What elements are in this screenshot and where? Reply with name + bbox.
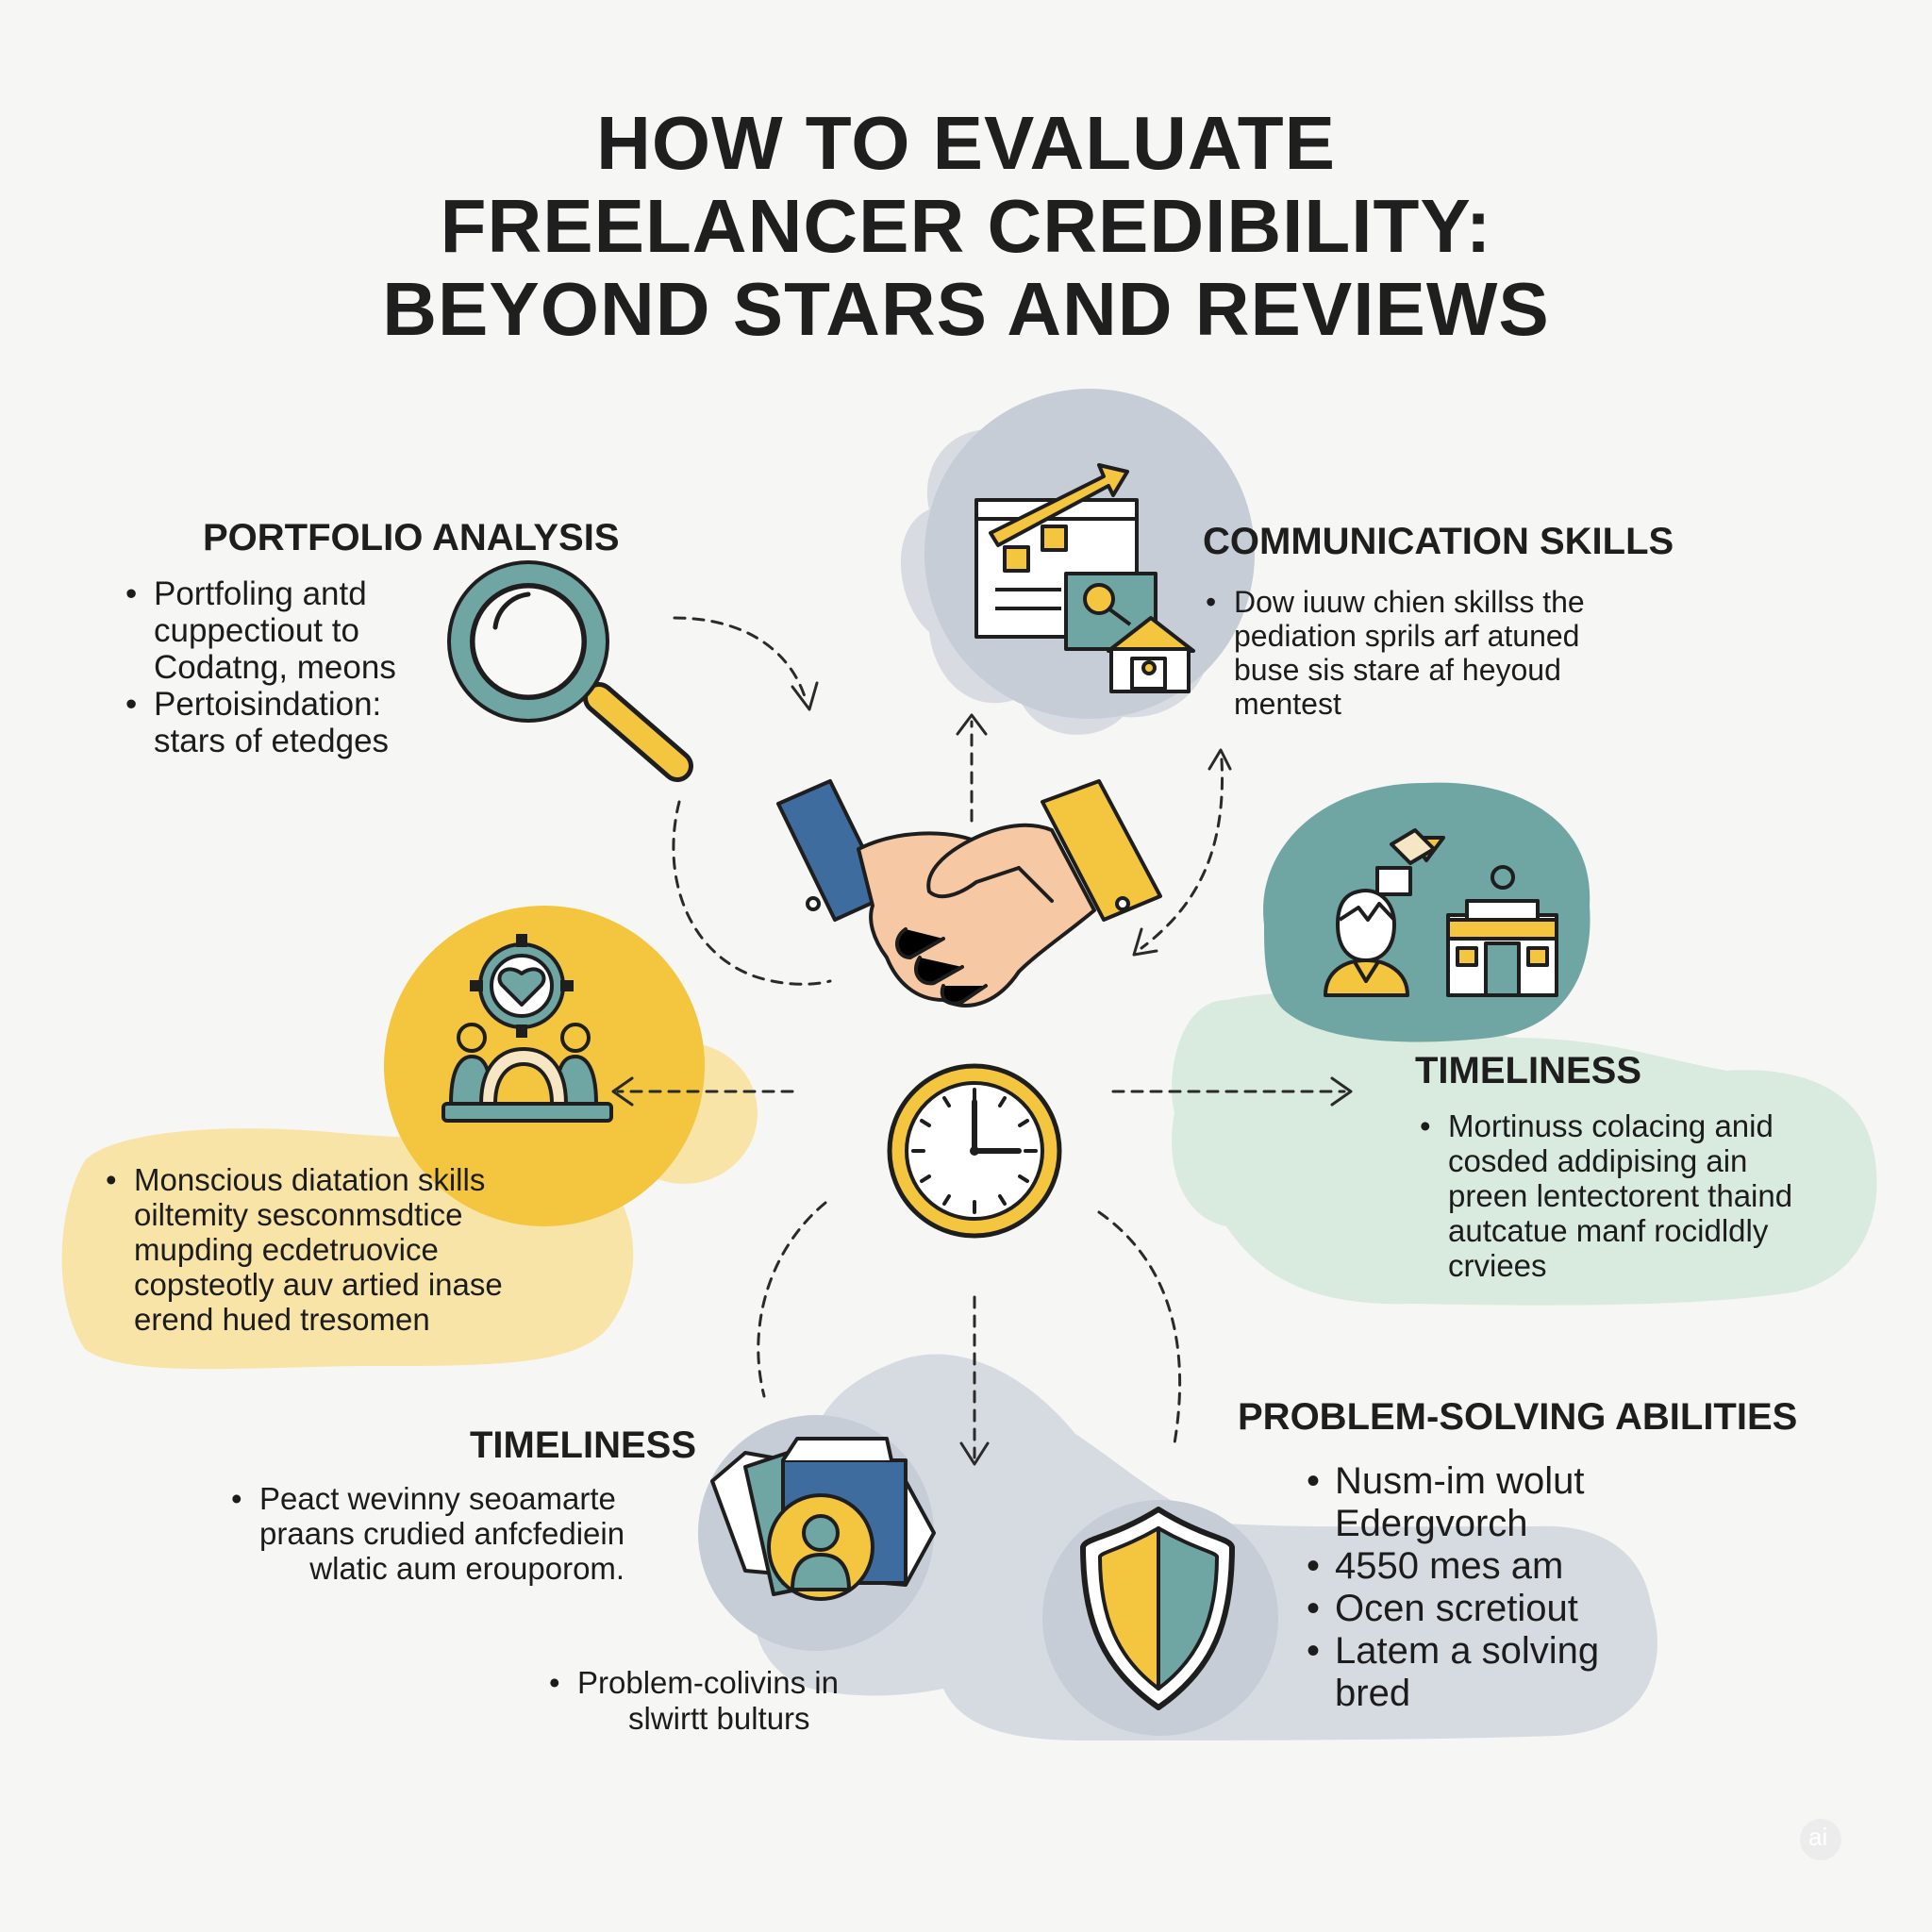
connector-portfolio-to-center [673, 616, 808, 705]
bullet-line: Monscious diatation skills [134, 1162, 486, 1197]
arrowhead-right-up [1208, 748, 1232, 771]
bullet-line: preen lentectorent thaind [1448, 1178, 1793, 1213]
portfolio-bullets: Portfoling antd cuppectiout to Codatng, … [125, 575, 396, 759]
arrowhead-down [959, 1441, 990, 1466]
bullet-line: slwirtt bulturs [628, 1701, 810, 1736]
page-title: HOW TO EVALUATE FREELANCER CREDIBILITY: … [0, 102, 1932, 351]
handshake-icon [776, 779, 1162, 1008]
portfolio-bullet: Portfoling antd cuppectiout to Codatng, … [125, 575, 396, 686]
bullet-line: Pertoisindation: [154, 686, 382, 723]
connector-left-arc [672, 800, 832, 986]
teal-icon-blob [1263, 782, 1591, 1042]
problem-solving-bullets: Nusm-im wolut Edergvorch 4550 mes am Oce… [1307, 1460, 1600, 1715]
bullet-line: Edergvorch [1335, 1503, 1528, 1544]
arrowhead-right-down [1132, 927, 1158, 957]
connector-right-arc [1140, 758, 1224, 950]
timeliness-left-bullets: Peact wevinny seoamarte praans crudied a… [231, 1481, 625, 1586]
title-line-2: FREELANCER CREDIBILITY: [440, 184, 1492, 268]
bullet-line: pediation sprils arf atuned [1234, 619, 1580, 653]
bullet-line: Latem a solving [1335, 1630, 1600, 1672]
shield-icon [1080, 1507, 1235, 1710]
arrowhead-right [1330, 1076, 1353, 1107]
bullet-line: cuppectiout to [154, 612, 359, 649]
timeliness-left-bullet: Peact wevinny seoamarte praans crudied a… [231, 1481, 625, 1586]
clock-icon [887, 1063, 1062, 1239]
magnifier-icon [447, 560, 693, 782]
bullet-line: cosded addipising ain [1448, 1143, 1748, 1178]
timeliness-left-heading: TIMELINESS [470, 1424, 697, 1466]
portfolio-bullet: Pertoisindation: stars of etedges [125, 686, 396, 759]
document-chart-icon [974, 463, 1195, 693]
connector-arrowheads [611, 681, 1353, 1466]
title-line-1: HOW TO EVALUATE [596, 101, 1336, 185]
bullet-line: Codatng, meons [154, 649, 396, 686]
bullet-line: Dow iuuw chien skillss the [1234, 585, 1585, 619]
bullet-line: erend hued tresomen [134, 1302, 430, 1337]
watermark-text: ai [1808, 1823, 1828, 1851]
communication-bullet: Dow iuuw chien skillss the pediation spr… [1206, 585, 1585, 721]
problem-solving-bullet: Ocen scretiout [1307, 1588, 1599, 1630]
connector-bottom-right-arc [1097, 1210, 1182, 1445]
timeliness-right-bullets: Mortinuss colacing anid cosded addipisin… [1420, 1108, 1793, 1283]
consultant-building-icon [1324, 828, 1558, 997]
arrowhead-up [956, 713, 988, 736]
problem-solving-note-bullets: Problem-colivins in slwirtt bulturs [549, 1665, 839, 1737]
teamwork-gear-icon [441, 934, 613, 1123]
bullet-line: oiltemity sesconmsdtice [134, 1197, 463, 1232]
bullet-line: Mortinuss colacing anid [1448, 1108, 1774, 1143]
bullet-line: bred [1335, 1673, 1411, 1714]
bullet-line: Peact wevinny seoamarte [259, 1481, 616, 1516]
watermark-badge [1800, 1819, 1841, 1860]
bullet-line: 4550 mes am [1335, 1545, 1564, 1587]
bullet-line: Nusm-im wolut [1335, 1460, 1585, 1502]
bullet-line: autcatue manf rocidldly [1448, 1213, 1769, 1248]
bullet-line: copsteotly auv artied inase [134, 1267, 503, 1302]
left-panel-bullet: Monscious diatation skills oiltemity ses… [106, 1162, 503, 1337]
bullet-line: crviees [1448, 1248, 1547, 1283]
arrowhead-portfolio [791, 681, 819, 711]
timeliness-right-bullet: Mortinuss colacing anid cosded addipisin… [1420, 1108, 1793, 1283]
problem-solving-bullet: Latem a solving bred [1307, 1630, 1600, 1715]
connector-bottom-left-arc [757, 1201, 827, 1398]
bullet-line: mupding ecdetruovice [134, 1232, 439, 1267]
bullet-line: Portfoling antd [154, 575, 367, 612]
communication-heading: COMMUNICATION SKILLS [1203, 521, 1674, 562]
left-panel-bullets: Monscious diatation skills oiltemity ses… [106, 1162, 503, 1337]
problem-solving-note-bullet: Problem-colivins in slwirtt bulturs [549, 1665, 839, 1737]
portrait-card-icon [710, 1437, 936, 1601]
problem-solving-bullet: 4550 mes am [1307, 1545, 1599, 1588]
bullet-line: mentest [1234, 687, 1341, 721]
problem-solving-bullet: Nusm-im wolut Edergvorch [1307, 1460, 1599, 1545]
bullet-line: wlatic aum erouporom. [309, 1551, 625, 1586]
bullet-line: Problem-colivins in [577, 1665, 839, 1700]
bullet-line: praans crudied anfcfediein [259, 1516, 625, 1551]
arrowhead-left [611, 1076, 634, 1107]
timeliness-right-heading: TIMELINESS [1415, 1050, 1642, 1091]
problem-solving-heading: PROBLEM-SOLVING ABILITIES [1238, 1396, 1798, 1438]
bullet-line: Ocen scretiout [1335, 1588, 1578, 1629]
portfolio-heading: PORTFOLIO ANALYSIS [203, 517, 620, 558]
communication-bullets: Dow iuuw chien skillss the pediation spr… [1206, 585, 1585, 721]
title-line-3: BEYOND STARS AND REVIEWS [382, 267, 1550, 351]
bullet-line: stars of etedges [154, 723, 390, 759]
connectors [616, 616, 1346, 1459]
bullet-line: buse sis stare af heyoud [1234, 653, 1561, 687]
